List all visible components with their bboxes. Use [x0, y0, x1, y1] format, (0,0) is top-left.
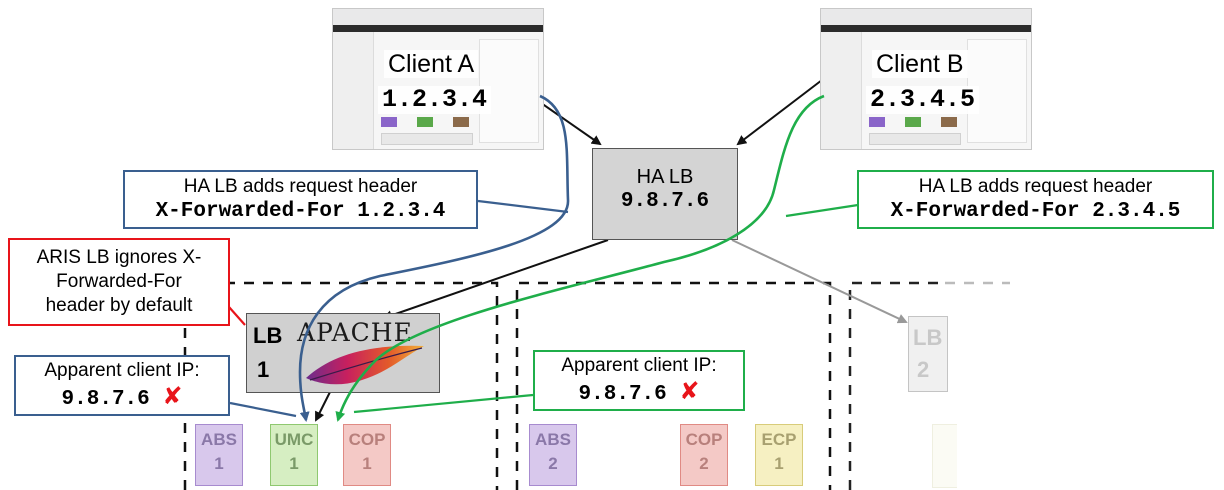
aris-note-line-1: ARIS LB ignores X- [36, 247, 202, 268]
service-name: COP [348, 430, 386, 449]
service-name: ABS [535, 430, 571, 449]
service-umc-1: UMC 1 [270, 424, 318, 486]
app-tile [417, 117, 433, 127]
right-header-callout: HA LB adds request header X-Forwarded-Fo… [857, 170, 1214, 229]
client-a-screenshot [332, 8, 544, 150]
apparent-ip-left-label: Apparent client IP: [44, 360, 200, 381]
left-header-callout-text: HA LB adds request header [183, 176, 418, 197]
node-2-boundary [515, 281, 832, 490]
client-b-screenshot [820, 8, 1032, 150]
service-cop-1: COP 1 [343, 424, 391, 486]
app-tile [381, 117, 397, 127]
app-side-panel [479, 39, 539, 143]
apache-feather-icon [306, 345, 424, 385]
service-instance: 1 [362, 454, 372, 473]
service-instance: 1 [774, 454, 784, 473]
lb2-box: LB 2 [908, 316, 948, 392]
client-b-path [335, 94, 825, 422]
apparent-ip-right-value: 9.8.7.6 [578, 383, 667, 406]
lb1-label: LB [253, 323, 283, 348]
client-b-to-ha-lb-arrow [736, 79, 823, 146]
apparent-ip-right-callout: Apparent client IP: 9.8.7.6 ✘ [533, 350, 745, 411]
app-toolbar [333, 25, 543, 32]
apparent-ip-right-label: Apparent client IP: [561, 355, 717, 376]
lb1-apache-box: LB 1 APACHE [246, 313, 440, 393]
client-b-ip: 2.3.4.5 [866, 86, 980, 114]
apparent-ip-left-value-row: 9.8.7.6 ✘ [16, 383, 228, 413]
service-instance: 1 [289, 454, 299, 473]
cross-icon: ✘ [679, 377, 700, 405]
ha-lb-box: HA LB 9.8.7.6 [592, 148, 738, 240]
aris-note-callout: ARIS LB ignores X- Forwarded-For header … [8, 238, 230, 326]
ha-lb-to-lb1-arrow [382, 239, 609, 321]
service-name: ECP [761, 430, 797, 449]
service-instance: 2 [699, 454, 709, 473]
right-header-callout-text: HA LB adds request header [918, 176, 1153, 197]
apache-logo-text: APACHE [297, 318, 413, 347]
app-tile [453, 117, 469, 127]
service-placeholder-node-3 [932, 424, 957, 488]
app-card [381, 133, 473, 145]
apparent-ip-right-value-row: 9.8.7.6 ✘ [535, 378, 743, 408]
service-ecp-1: ECP 1 [755, 424, 803, 486]
app-toolbar [821, 25, 1031, 32]
node-3-boundary [848, 281, 1010, 490]
app-tile [869, 117, 885, 127]
service-name: COP [685, 430, 723, 449]
right-header-callout-connector [785, 203, 859, 218]
apparent-right-connector [353, 393, 534, 414]
service-abs-1: ABS 1 [195, 424, 243, 486]
aris-note-line-2: Forwarded-For [56, 271, 182, 292]
app-tile [941, 117, 957, 127]
aris-note-connector [228, 306, 246, 326]
client-a-ip: 1.2.3.4 [378, 86, 492, 114]
service-instance: 1 [214, 454, 224, 473]
service-cop-2: COP 2 [680, 424, 728, 486]
lb1-number: 1 [257, 357, 270, 382]
left-header-callout-connector [477, 199, 569, 214]
service-abs-2: ABS 2 [529, 424, 577, 486]
service-name: ABS [201, 430, 237, 449]
ha-lb-ip: 9.8.7.6 [620, 190, 710, 213]
lb2-label: LB [913, 325, 943, 350]
lb2-number: 2 [917, 357, 930, 382]
apparent-ip-left-callout: Apparent client IP: 9.8.7.6 ✘ [14, 355, 230, 416]
app-card [869, 133, 961, 145]
aris-note-line-3: header by default [45, 295, 193, 316]
client-a-name: Client A [384, 50, 479, 78]
app-tile [905, 117, 921, 127]
client-a-path [298, 94, 570, 422]
ha-lb-to-lb2-arrow [731, 239, 908, 324]
lb1-to-umc-arrow [315, 387, 333, 422]
apparent-left-connector [229, 401, 297, 418]
left-header-callout-header: X-Forwarded-For 1.2.3.4 [155, 200, 446, 223]
ha-lb-label: HA LB [636, 166, 694, 188]
left-header-callout: HA LB adds request header X-Forwarded-Fo… [123, 170, 478, 229]
apparent-ip-left-value: 9.8.7.6 [61, 388, 150, 411]
service-instance: 2 [548, 454, 558, 473]
right-header-callout-header: X-Forwarded-For 2.3.4.5 [890, 200, 1181, 223]
cross-icon: ✘ [162, 382, 183, 410]
client-b-name: Client B [872, 50, 968, 78]
app-sidebar [821, 32, 862, 149]
service-name: UMC [274, 430, 314, 449]
app-sidebar [333, 32, 374, 149]
